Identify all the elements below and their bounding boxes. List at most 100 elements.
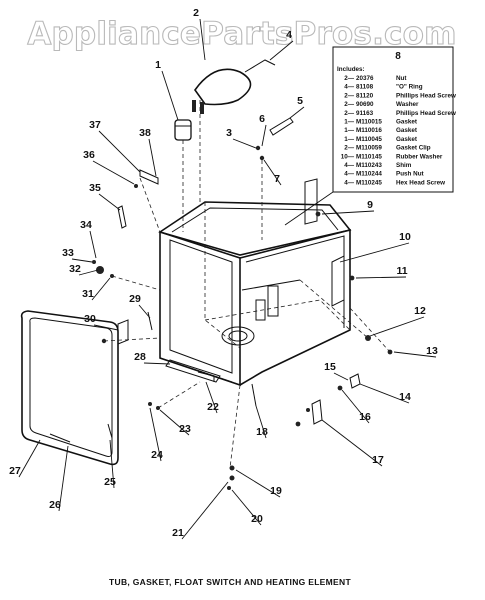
callout-34: 34	[80, 219, 97, 259]
callout-26: 26	[49, 445, 69, 512]
legend-desc: Gasket Clip	[396, 145, 431, 152]
legend-desc: Gasket	[396, 119, 418, 126]
callout-labels: 1234567910111213141516171819202122232425…	[9, 7, 438, 540]
callout-leader	[149, 407, 162, 462]
tub	[158, 178, 352, 387]
callout-number: 27	[9, 465, 21, 477]
legend-part: M110244	[356, 171, 382, 178]
callout-10: 10	[339, 231, 411, 263]
callout-37: 37	[89, 119, 141, 173]
callout-number: 3	[226, 127, 232, 139]
legend-part: 81120	[356, 92, 374, 99]
callout-number: 34	[80, 219, 92, 231]
callout-6: 6	[259, 113, 267, 147]
legend-desc: Nut	[396, 75, 407, 82]
callout-number: 36	[83, 149, 95, 161]
legend-part: 91163	[356, 110, 374, 117]
callout-22: 22	[205, 381, 219, 414]
callout-number: 35	[89, 182, 101, 194]
callout-leader	[261, 124, 267, 147]
callout-leader	[199, 18, 206, 61]
callout-leader	[78, 269, 99, 276]
callout-number: 23	[179, 423, 191, 435]
callout-13: 13	[393, 345, 438, 358]
legend-part: 81108	[356, 84, 374, 91]
legend-qty: 2—	[344, 145, 355, 152]
callout-leader	[138, 304, 151, 319]
legend-part: M110045	[356, 136, 382, 143]
callout-leader	[18, 439, 41, 478]
legend-part: M110145	[356, 153, 382, 160]
callout-24: 24	[149, 407, 163, 462]
legend-desc: "O" Ring	[396, 84, 423, 91]
callout-19: 19	[235, 469, 282, 498]
legend-part: M110015	[356, 119, 382, 126]
float-switch	[174, 119, 192, 232]
legend-qty: 2—	[344, 101, 355, 108]
callout-leader	[159, 409, 190, 436]
callout-number: 1	[155, 59, 161, 71]
callout-number: 14	[399, 391, 411, 403]
callout-21: 21	[172, 481, 229, 540]
callout-leader	[231, 489, 262, 526]
callout-number: 9	[367, 199, 373, 211]
callout-number: 37	[89, 119, 101, 131]
callout-leader	[263, 159, 282, 186]
callout-25: 25	[104, 439, 116, 489]
callout-leader	[341, 389, 370, 424]
callout-27: 27	[9, 439, 41, 478]
callout-12: 12	[369, 305, 426, 337]
callout-leader	[71, 258, 93, 263]
callout-20: 20	[231, 489, 263, 526]
callout-leader	[98, 130, 141, 173]
legend-desc: Rubber Washer	[396, 153, 443, 160]
legend-qty: 2—	[344, 92, 355, 99]
callout-number: 30	[84, 313, 96, 325]
callout-leader	[255, 405, 267, 439]
callout-leader	[333, 372, 349, 381]
callout-16: 16	[341, 389, 371, 424]
callout-leader	[161, 70, 179, 121]
legend-desc: Gasket	[396, 136, 418, 143]
legend-qty: 4—	[344, 162, 355, 169]
legend-part: M110059	[356, 145, 382, 152]
callout-number: 15	[324, 361, 336, 373]
callout-29: 29	[129, 293, 151, 319]
legend-part: M110243	[356, 162, 382, 169]
callout-number: 21	[172, 527, 184, 539]
callout-number: 5	[297, 95, 303, 107]
door-gasket	[20, 310, 119, 466]
callout-4: 4	[269, 29, 294, 61]
callout-17: 17	[321, 419, 384, 467]
small-hardware	[92, 117, 393, 490]
callout-31: 31	[82, 277, 111, 301]
callout-28: 28	[134, 351, 171, 365]
legend-part: M110245	[356, 179, 382, 186]
callout-number: 20	[251, 513, 263, 525]
callout-5: 5	[289, 95, 305, 119]
callout-leader	[93, 324, 119, 331]
legend-qty: 4—	[344, 84, 355, 91]
callout-number: 19	[270, 485, 282, 497]
callout-number: 28	[134, 351, 146, 363]
legend-part: 20376	[356, 75, 374, 82]
legend-qty: 2—	[344, 75, 355, 82]
callout-30: 30	[84, 313, 119, 331]
callout-leader	[181, 481, 229, 540]
callout-number: 2	[193, 7, 199, 19]
callout-number: 29	[129, 293, 141, 305]
callout-leader	[98, 193, 121, 211]
callout-number: 18	[256, 426, 268, 438]
callout-2: 2	[193, 7, 206, 61]
legend-part: M110016	[356, 127, 382, 134]
callout-38: 38	[139, 127, 157, 177]
callout-number: 6	[259, 113, 265, 125]
callout-36: 36	[83, 149, 135, 185]
callout-number: 10	[399, 231, 411, 243]
callout-number: 7	[274, 173, 280, 185]
callout-leader	[91, 277, 111, 301]
callout-number: 11	[396, 265, 407, 277]
callout-number: 17	[372, 454, 384, 466]
